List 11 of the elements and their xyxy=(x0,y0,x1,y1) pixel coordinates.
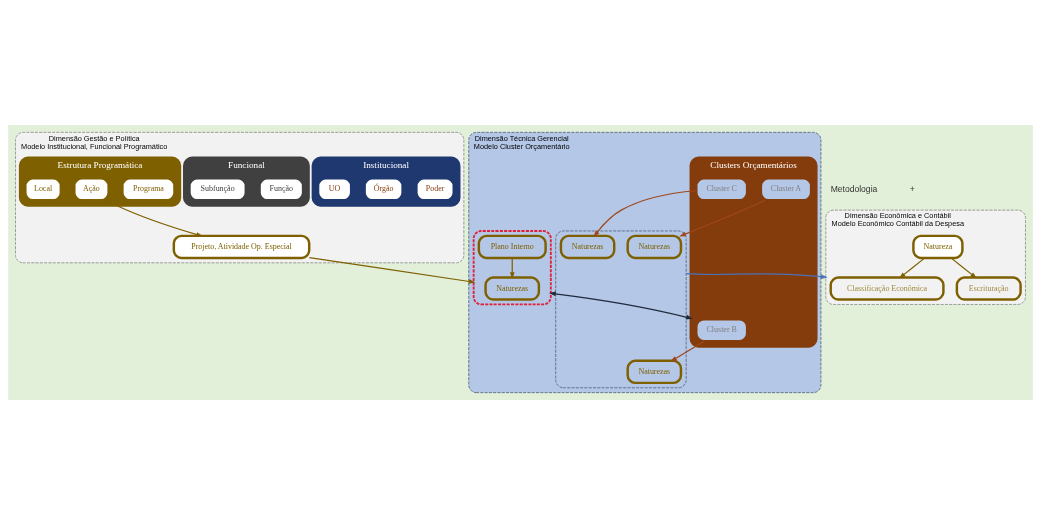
arrow xyxy=(898,257,926,279)
arrow xyxy=(685,273,828,280)
arrow xyxy=(593,190,697,238)
arrow xyxy=(950,257,977,279)
cluster xyxy=(472,230,552,306)
label: + xyxy=(909,183,915,194)
arrow xyxy=(308,257,476,284)
arrow xyxy=(670,340,705,362)
label: Metodologia xyxy=(830,183,878,194)
arrow xyxy=(679,199,766,237)
arrow xyxy=(549,291,693,320)
